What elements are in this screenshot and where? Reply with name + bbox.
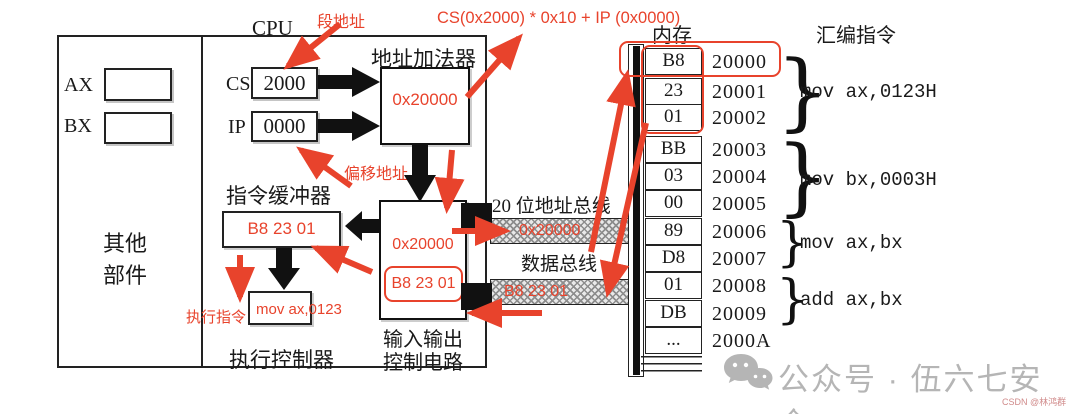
memory-address: 20006 xyxy=(712,221,767,243)
assembly-instruction: add ax,bx xyxy=(800,289,903,311)
bx-register-label: BX xyxy=(64,115,92,137)
memory-cell: 01 xyxy=(645,272,702,299)
other-components-label-line2: 部件 xyxy=(103,263,148,288)
memory-cell-value: 89 xyxy=(664,220,683,241)
memory-address: 20001 xyxy=(712,81,767,103)
memory-cell: 01 xyxy=(645,104,702,131)
memory-cell-value: DB xyxy=(660,302,687,323)
memory-cell: D8 xyxy=(645,245,702,272)
wechat-watermark-text: 公众号 · 伍六七安全 xyxy=(778,362,1043,414)
other-components-label-line1: 其他 xyxy=(103,231,148,256)
ip-register-box: 0000 xyxy=(251,111,318,142)
io-control-box xyxy=(379,200,467,320)
instruction-buffer-label: 指令缓冲器 xyxy=(226,184,331,208)
io-control-label-line1: 输入输出 xyxy=(383,329,463,351)
memory-continuation-lines xyxy=(641,356,702,376)
memory-cell-value: D8 xyxy=(661,247,686,268)
memory-cell: DB xyxy=(645,300,702,327)
memory-cell-value: ... xyxy=(666,329,681,350)
assembly-instruction: mov bx,0003H xyxy=(800,169,937,191)
memory-cell-value: 00 xyxy=(664,192,683,213)
ax-register-box xyxy=(104,68,172,101)
address-adder-value: 0x20000 xyxy=(392,90,458,109)
memory-cell-value: 01 xyxy=(664,106,683,127)
cs-register-label: CS xyxy=(226,73,251,95)
memory-cell: 00 xyxy=(645,190,702,217)
brace-instruction-4: } xyxy=(776,270,810,330)
io-control-data-value: B8 23 01 xyxy=(391,275,456,292)
assembly-title: 汇编指令 xyxy=(816,25,896,47)
data-bus-label: 数据总线 xyxy=(521,254,598,275)
execution-controller-label: 执行控制器 xyxy=(229,348,334,372)
memory-cell-value: 23 xyxy=(664,80,683,101)
instruction-buffer-box xyxy=(222,211,341,248)
memory-cell: ... xyxy=(645,327,702,354)
cpu-title: CPU xyxy=(252,16,293,40)
brace-instruction-2: } xyxy=(776,127,830,225)
memory-address: 20008 xyxy=(712,275,767,297)
address-bus-label: 20 位地址总线 xyxy=(492,196,611,217)
address-adder-box xyxy=(380,67,470,145)
execution-controller-box xyxy=(248,291,312,325)
memory-cell: 03 xyxy=(645,163,702,190)
ip-register-value: 0000 xyxy=(263,114,306,138)
memory-address: 20004 xyxy=(712,166,767,188)
memory-cell-value: B8 xyxy=(662,50,685,71)
cs-register-value: 2000 xyxy=(263,71,306,95)
wechat-icon xyxy=(724,354,773,390)
memory-cell: 89 xyxy=(645,218,702,245)
memory-address: 20003 xyxy=(712,139,767,161)
memory-instruction-bytes-highlight xyxy=(641,45,704,134)
data-bus-value: B8 23 01 xyxy=(504,283,569,300)
memory-first-row-highlight xyxy=(619,41,781,77)
cs-register-box: 2000 xyxy=(251,67,318,99)
memory-address: 20002 xyxy=(712,107,767,129)
memory-cell: 23 xyxy=(645,78,702,105)
execute-instruction-annotation: 执行指令 xyxy=(186,309,247,326)
bx-register-box xyxy=(104,112,172,144)
assembly-instruction: mov ax,0123H xyxy=(800,81,937,103)
instruction-buffer-value: B8 23 01 xyxy=(247,219,316,238)
memory-address: 20007 xyxy=(712,248,767,270)
memory-address: 20000 xyxy=(712,51,767,73)
segment-address-annotation: 段地址 xyxy=(317,14,366,31)
cpu-outer-box xyxy=(57,35,487,368)
cpu-inner-divider xyxy=(201,35,203,368)
io-control-address-value: 0x20000 xyxy=(392,236,454,253)
csdn-watermark-text: CSDN @林鸿群 xyxy=(1002,397,1067,407)
memory-cell-value: BB xyxy=(660,138,687,159)
memory-cell: BB xyxy=(645,136,702,163)
memory-address: 2000A xyxy=(712,330,772,352)
memory-cell-value: 01 xyxy=(664,274,683,295)
memory-left-strip-bar xyxy=(633,46,640,375)
offset-address-annotation: 偏移地址 xyxy=(344,166,409,183)
memory-address: 20005 xyxy=(712,193,767,215)
brace-instruction-3: } xyxy=(776,213,810,273)
memory-address: 20009 xyxy=(712,303,767,325)
assembly-instruction: mov ax,bx xyxy=(800,232,903,254)
ip-register-label: IP xyxy=(228,116,246,138)
physical-address-formula: CS(0x2000) * 0x10 + IP (0x0000) xyxy=(437,9,681,27)
ax-register-label: AX xyxy=(64,74,93,96)
address-bus-value: 0x20000 xyxy=(519,222,581,239)
memory-cell-value: 03 xyxy=(664,165,683,186)
execution-instruction-value: mov ax,0123 xyxy=(256,301,342,318)
io-control-label-line2: 控制电路 xyxy=(383,352,463,374)
memory-cell: B8 xyxy=(645,48,702,75)
brace-instruction-1: } xyxy=(776,42,830,140)
